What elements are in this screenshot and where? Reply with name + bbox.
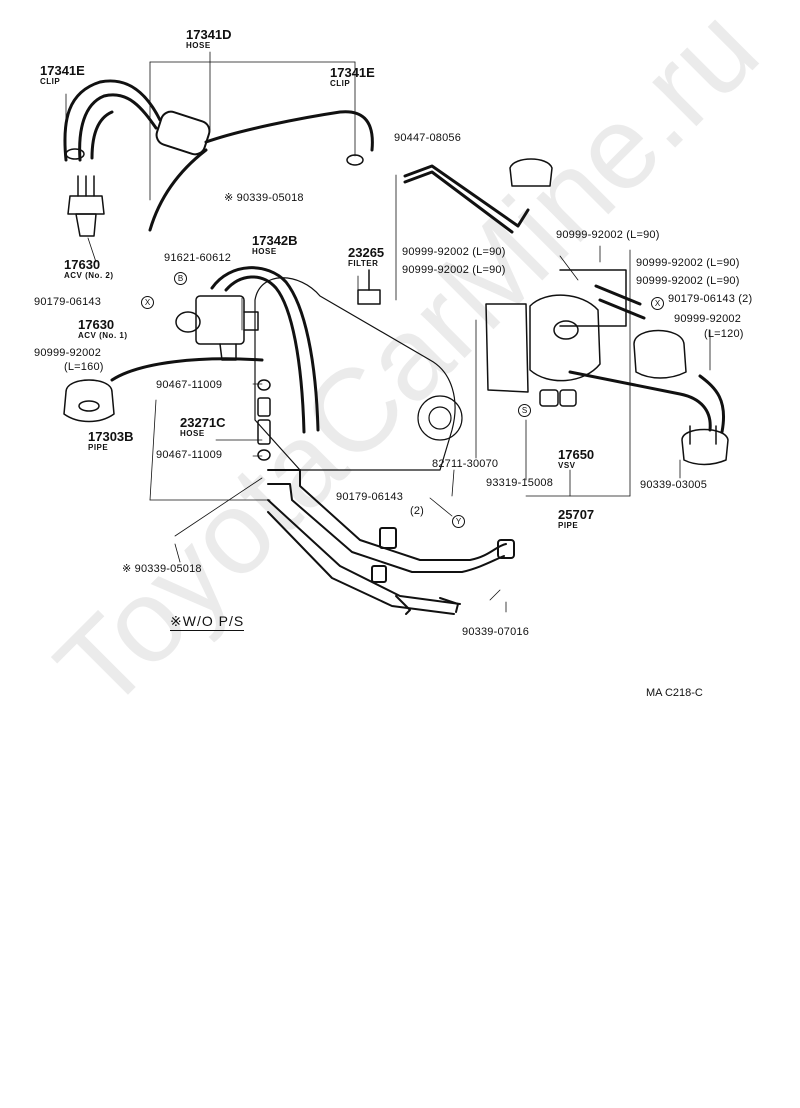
reference-bubble-x-left: X	[141, 296, 154, 309]
callout-filter-23265: 23265 FILTER	[348, 246, 384, 268]
part-number-90999-92002-c: 90999-92002 (L=90)	[636, 257, 740, 269]
part-name: PIPE	[558, 521, 579, 530]
part-name: FILTER	[348, 259, 379, 268]
part-number-90339-05018-top: ※ 90339-05018	[224, 192, 304, 204]
part-number-90447-08056: 90447-08056	[394, 132, 462, 144]
part-number: 23271C	[180, 415, 226, 430]
hose-17341d-drawing	[63, 79, 374, 232]
part-number-90179-06143-right: 90179-06143 (2)	[668, 293, 753, 305]
part-name: HOSE	[252, 247, 277, 256]
cap-drawing	[509, 158, 553, 187]
callout-clip-17341e-left: 17341E CLIP	[40, 64, 85, 86]
part-number-91621-60612: 91621-60612	[164, 252, 232, 264]
part-number-90179-06143-left: 90179-06143	[34, 296, 102, 308]
vsv-17650-drawing	[485, 269, 627, 407]
part-number-90999-92002-l120: 90999-92002	[674, 313, 742, 325]
part-number-90467-11009-a: 90467-11009	[156, 379, 223, 391]
part-number-90999-92002-b: 90999-92002 (L=90)	[402, 246, 506, 258]
hose-23271c-drawing	[257, 379, 271, 461]
reference-bubble-y: Y	[452, 515, 465, 528]
part-number-90999-92002-e: 90999-92002 (L=90)	[636, 275, 740, 287]
part-number-90339-03005: 90339-03005	[640, 479, 708, 491]
part-number-90339-07016: 90339-07016	[462, 626, 530, 638]
clip-drawing-left	[65, 148, 85, 160]
part-name: ACV (No. 2)	[64, 271, 114, 280]
hose-17342b-drawing	[210, 266, 320, 434]
part-number: 17303B	[88, 429, 134, 444]
callout-pipe-17303b: 17303B PIPE	[88, 430, 134, 452]
part-number: 17341E	[40, 63, 85, 78]
part-name: CLIP	[330, 79, 351, 88]
reference-bubble-b: B	[174, 272, 187, 285]
part-name: HOSE	[186, 41, 211, 50]
part-name: CLIP	[40, 77, 61, 86]
part-number: 23265	[348, 245, 385, 260]
part-name: PIPE	[88, 443, 109, 452]
length-l160: (L=160)	[64, 361, 104, 373]
without-power-steering-note: ※W/O P/S	[170, 613, 245, 631]
callout-acv-no2: 17630 ACV (No. 2)	[64, 258, 114, 280]
leader-lines	[65, 51, 711, 613]
part-number-93319-15008: 93319-15008	[486, 477, 554, 489]
pipe-17303b-drawing	[63, 357, 264, 423]
clip-drawing-right	[346, 154, 364, 166]
part-number: 25707	[558, 507, 595, 522]
acv2-drawing	[67, 175, 105, 237]
callout-vsv-17650: 17650 VSV	[558, 448, 594, 470]
part-name: HOSE	[180, 429, 205, 438]
part-number: 17630	[64, 257, 101, 272]
part-number-90467-11009-b: 90467-11009	[156, 449, 223, 461]
part-number-90999-92002-a: 90999-92002 (L=90)	[556, 229, 660, 241]
callout-hose-17341d: 17341D HOSE	[186, 28, 232, 50]
engine-outline	[254, 277, 463, 471]
part-number-90339-05018-bottom: ※ 90339-05018	[122, 563, 202, 575]
part-name: ACV (No. 1)	[78, 331, 128, 340]
part-number: 17650	[558, 447, 595, 462]
callout-clip-17341e-right: 17341E CLIP	[330, 66, 375, 88]
part-number-90999-92002-d: 90999-92002 (L=90)	[402, 264, 506, 276]
part-number: 17342B	[252, 233, 298, 248]
filter-23265-drawing	[357, 269, 381, 305]
pipe-25707-drawing	[267, 469, 515, 615]
acv1-drawing	[175, 295, 259, 361]
part-name: VSV	[558, 461, 576, 470]
acv-right-drawing	[633, 329, 729, 466]
callout-hose-17342b: 17342B HOSE	[252, 234, 298, 256]
callout-pipe-25707: 25707 PIPE	[558, 508, 594, 530]
callout-hose-23271c: 23271C HOSE	[180, 416, 226, 438]
part-number: 17341D	[186, 27, 232, 42]
part-number-90999-92002-l160: 90999-92002	[34, 347, 102, 359]
part-number: 17341E	[330, 65, 375, 80]
part-number-82711-30070: 82711-30070	[432, 458, 499, 470]
diagram-reference-code: MA C218-C	[646, 687, 703, 699]
part-number-90179-06143-mid: 90179-06143	[336, 491, 404, 503]
quantity-2-mid: (2)	[410, 505, 425, 517]
length-l120: (L=120)	[704, 328, 744, 340]
right-hoses-drawing	[568, 284, 725, 434]
pipe-90447-drawing	[403, 164, 530, 234]
reference-bubble-x-right: X	[651, 297, 664, 310]
reference-bubble-s: S	[518, 404, 531, 417]
callout-acv-no1: 17630 ACV (No. 1)	[78, 318, 128, 340]
part-number: 17630	[78, 317, 115, 332]
